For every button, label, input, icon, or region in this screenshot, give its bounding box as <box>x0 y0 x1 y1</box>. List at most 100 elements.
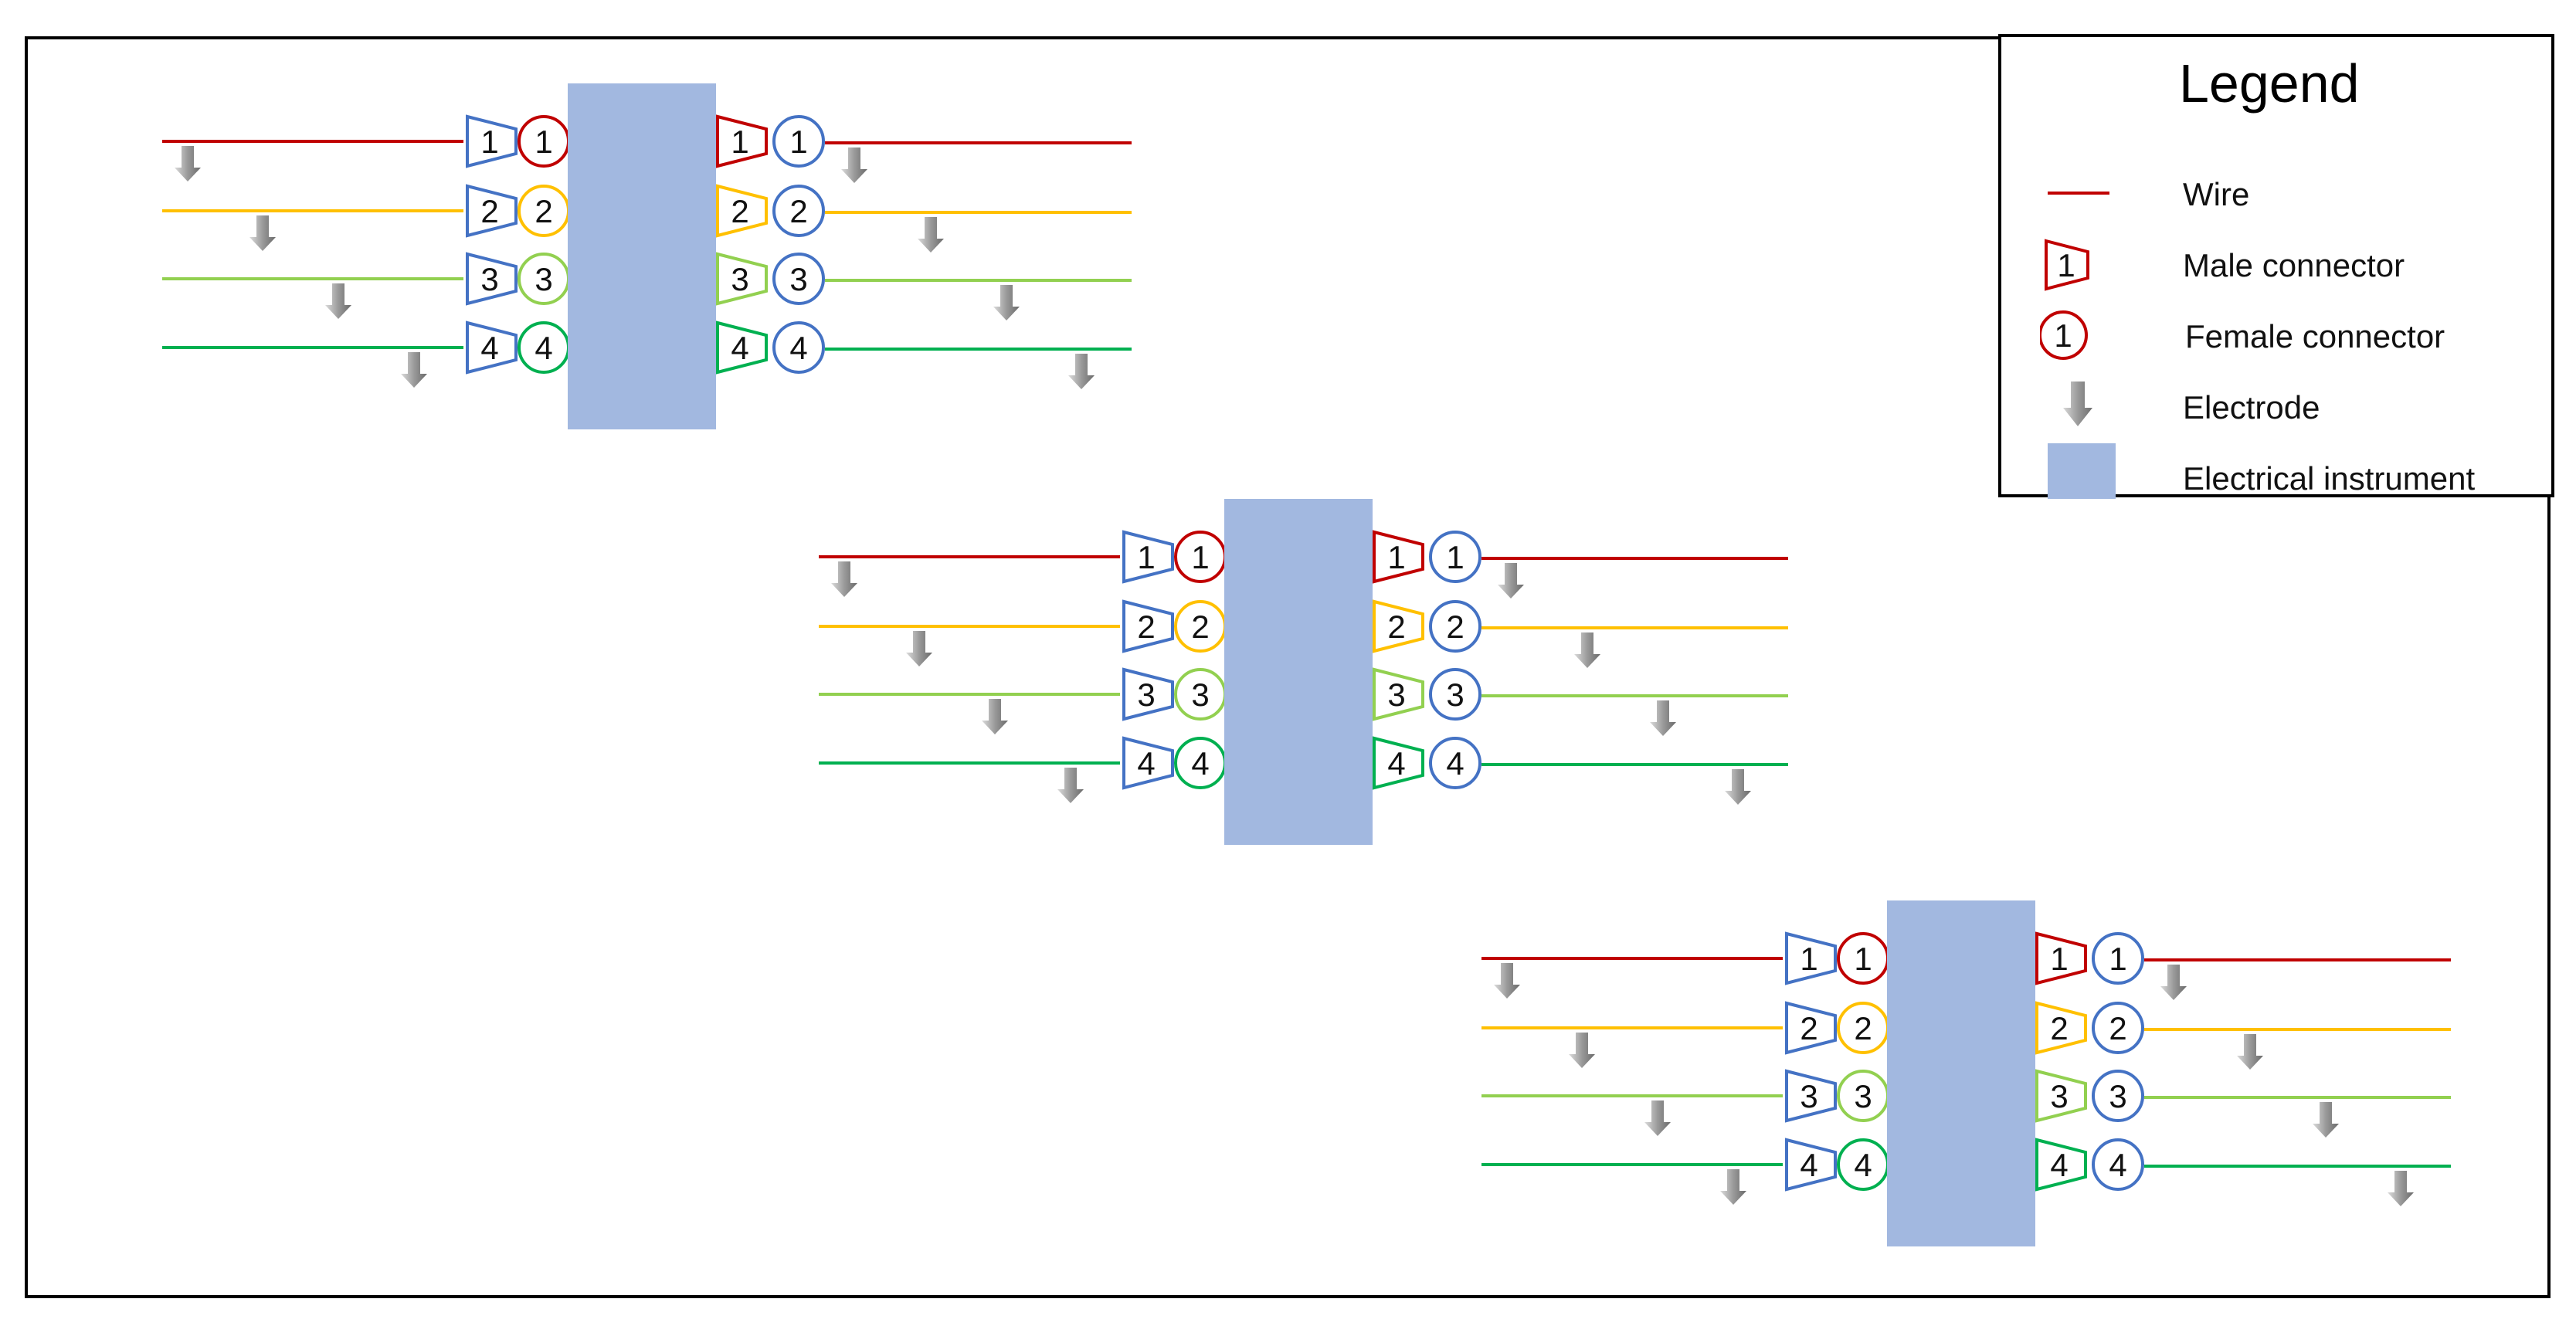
electrode-arrow-icon <box>1498 563 1524 599</box>
legend-item-electrode: Electrode <box>2001 375 2550 437</box>
male-connector-right-number: 1 <box>2050 941 2068 977</box>
female-connector-left-number: 1 <box>1854 941 1872 977</box>
male-connector-left-number: 1 <box>480 124 498 160</box>
female-connector-right-2 <box>2092 1002 2144 1054</box>
male-connector-right-number: 3 <box>731 261 748 297</box>
male-connector-right-2 <box>2035 1001 2087 1055</box>
legend-label-male-connector: Male connector <box>2183 247 2405 283</box>
legend-label-female-connector: Female connector <box>2185 318 2445 354</box>
male-connector-icon-number: 1 <box>2057 247 2075 283</box>
male-connector-right-1 <box>2035 931 2087 985</box>
male-connector-right-4 <box>1373 736 1424 790</box>
legend-label-electrode: Electrode <box>2183 389 2320 426</box>
legend-item-electrical-instrument: Electrical instrument <box>2001 443 2550 508</box>
male-connector-right-4 <box>2035 1138 2087 1192</box>
male-connector-right-number: 1 <box>1387 539 1405 575</box>
male-connector-left-number: 2 <box>1800 1010 1817 1046</box>
male-connector-right-number: 3 <box>2050 1078 2068 1114</box>
diagram-frame <box>25 36 2551 1298</box>
male-connector-right-1 <box>716 114 768 168</box>
female-connector-right-number: 2 <box>789 193 807 229</box>
female-connector-right-number: 2 <box>1446 609 1464 645</box>
male-connector-right-number: 2 <box>731 193 748 229</box>
male-connector-left-number: 3 <box>1800 1078 1817 1114</box>
male-connector-icon: 1 <box>2045 239 2089 291</box>
male-connector-left-4 <box>1785 1138 1837 1192</box>
electrode-arrow-icon <box>1720 1169 1746 1205</box>
female-connector-left-number: 4 <box>535 330 552 366</box>
male-connector-right-2 <box>716 184 768 238</box>
male-connector-right-4 <box>716 320 768 375</box>
male-connector-left-2 <box>1122 599 1174 653</box>
female-connector-left-number: 1 <box>535 124 552 160</box>
female-connector-right-number: 4 <box>1446 745 1464 782</box>
male-connector-left-3 <box>466 252 518 306</box>
electrode-arrow-icon <box>1068 354 1095 389</box>
electrode-arrow-icon <box>1650 700 1676 736</box>
electrode-arrow-icon <box>2160 965 2187 1000</box>
electrode-arrow-icon <box>175 146 201 181</box>
electrical-instrument-block <box>568 83 716 429</box>
female-connector-right-4 <box>772 321 825 374</box>
electrode-arrow-icon <box>325 283 351 319</box>
electrode-arrow-icon <box>993 285 1020 320</box>
legend-item-male-connector: 1 Male connector <box>2001 233 2550 295</box>
female-connector-right-3 <box>772 253 825 305</box>
electrode-arrow-icon <box>1057 768 1084 803</box>
female-connector-right-2 <box>772 185 825 237</box>
female-connector-left-number: 1 <box>1191 539 1209 575</box>
male-connector-left-3 <box>1122 667 1174 721</box>
male-connector-left-number: 1 <box>1800 941 1817 977</box>
female-connector-left-number: 2 <box>1191 609 1209 645</box>
electrode-arrow-icon <box>1494 963 1520 999</box>
electrode-arrow-icon <box>1574 632 1600 668</box>
female-connector-left-number: 3 <box>1191 677 1209 713</box>
female-connector-left-number: 3 <box>1854 1078 1872 1114</box>
male-connector-left-number: 4 <box>480 330 498 366</box>
electrode-arrow-icon <box>1569 1033 1595 1068</box>
instrument-block-icon <box>2048 443 2116 499</box>
female-connector-right-number: 4 <box>2109 1147 2126 1183</box>
male-connector-left-number: 1 <box>1137 539 1155 575</box>
female-connector-right-number: 1 <box>789 124 807 160</box>
male-connector-left-number: 3 <box>1137 677 1155 713</box>
female-connector-right-1 <box>772 115 825 168</box>
electrode-arrow-icon <box>1725 769 1751 805</box>
male-connector-left-2 <box>466 184 518 238</box>
female-connector-right-1 <box>1429 531 1481 583</box>
electrode-arrow-icon <box>1644 1100 1671 1136</box>
male-connector-left-number: 3 <box>480 261 498 297</box>
electrode-arrow-icon <box>831 561 857 597</box>
legend-label-wire: Wire <box>2183 176 2250 212</box>
female-connector-right-number: 3 <box>1446 677 1464 713</box>
male-connector-left-2 <box>1785 1001 1837 1055</box>
electrical-instrument-block <box>1224 499 1373 845</box>
female-connector-left-number: 2 <box>535 193 552 229</box>
electrode-arrow-icon <box>841 148 867 183</box>
electrode-arrow-icon <box>2388 1171 2414 1206</box>
male-connector-right-3 <box>1373 667 1424 721</box>
electrode-arrow-icon <box>982 699 1008 734</box>
male-connector-right-2 <box>1373 599 1424 653</box>
female-connector-right-number: 1 <box>2109 941 2126 977</box>
male-connector-right-number: 4 <box>2050 1147 2068 1183</box>
male-connector-left-3 <box>1785 1069 1837 1123</box>
female-connector-right-3 <box>2092 1070 2144 1122</box>
female-connector-icon-number: 1 <box>2054 317 2072 354</box>
male-connector-left-4 <box>1122 736 1174 790</box>
male-connector-left-number: 2 <box>480 193 498 229</box>
electrode-icon <box>2063 382 2092 426</box>
female-connector-left-number: 4 <box>1191 745 1209 782</box>
male-connector-right-number: 4 <box>731 330 748 366</box>
male-connector-right-3 <box>716 252 768 306</box>
female-connector-right-4 <box>1429 737 1481 789</box>
legend-title: Legend <box>2179 53 2360 114</box>
male-connector-right-number: 3 <box>1387 677 1405 713</box>
male-connector-left-1 <box>1122 530 1174 584</box>
female-connector-right-2 <box>1429 600 1481 653</box>
male-connector-right-number: 2 <box>2050 1010 2068 1046</box>
female-connector-icon: 1 <box>2040 310 2088 360</box>
